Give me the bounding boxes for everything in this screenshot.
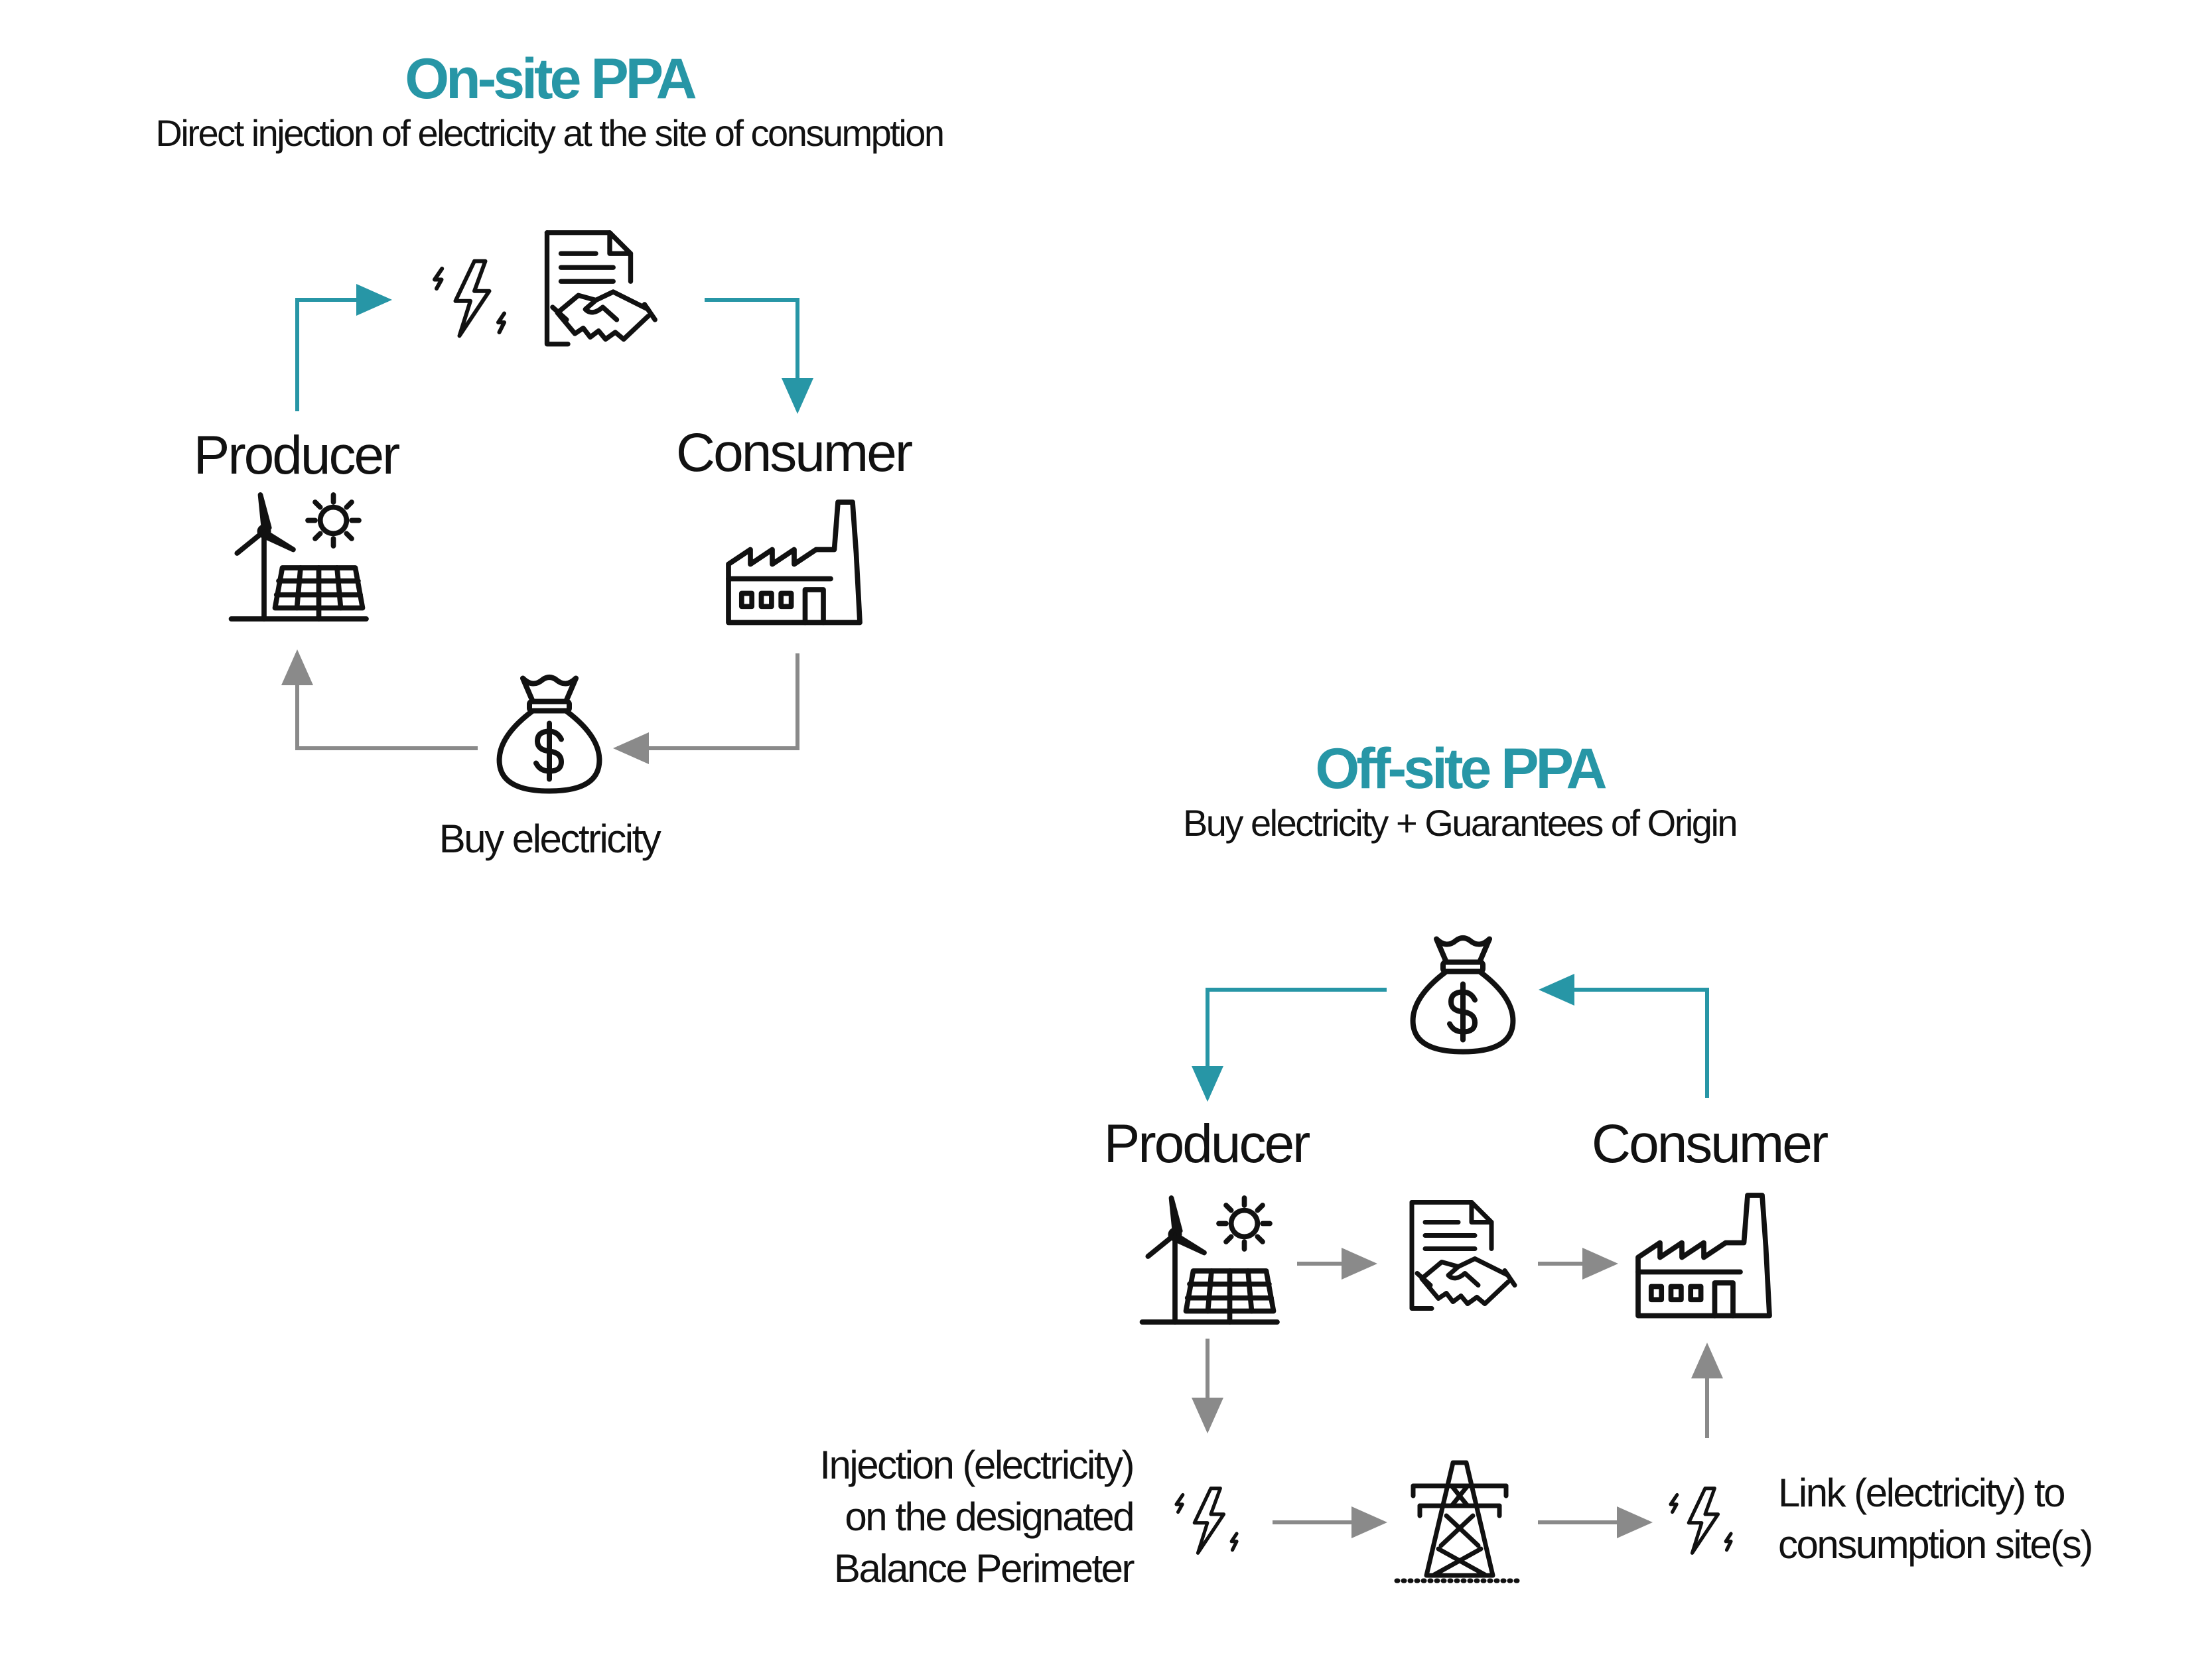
pylon-icon: [1397, 1463, 1523, 1581]
contract-handshake-icon: [547, 233, 656, 344]
offsite-arrow-consumer-to-payment: [1539, 974, 1709, 1098]
onsite-arrow-consumer-to-payment: [613, 653, 799, 764]
offsite-arrow-payment-to-producer: [1192, 988, 1387, 1102]
money-bag-icon: [500, 677, 600, 791]
offsite-consumer-label: Consumer: [1591, 1114, 1829, 1174]
link-caption-line: consumption site(s): [1778, 1522, 2093, 1567]
wind-solar-icon: [232, 495, 367, 619]
onsite-arrow-payment-to-producer: [281, 649, 478, 750]
onsite-payment-caption: Buy electricity: [439, 817, 661, 861]
factory-icon: [1638, 1195, 1769, 1316]
offsite-arrows: [1192, 974, 1723, 1538]
onsite-arrow-producer-to-contract: [295, 284, 392, 411]
offsite-subtitle: Buy electricity + Guarantees of Origin: [1182, 802, 1738, 844]
wind-solar-icon: [1142, 1198, 1278, 1322]
onsite-arrows: [281, 284, 813, 764]
offsite-title: Off-site PPA: [1315, 737, 1607, 801]
money-bag-icon: [1413, 938, 1513, 1052]
injection-caption-line: Balance Perimeter: [833, 1546, 1135, 1591]
offsite-producer-label: Producer: [1103, 1114, 1311, 1174]
link-caption-line: Link (electricity) to: [1778, 1471, 2065, 1515]
onsite-subtitle: Direct injection of electricity at the s…: [155, 112, 945, 154]
contract-handshake-icon: [1412, 1203, 1515, 1309]
onsite-producer-label: Producer: [193, 425, 401, 486]
onsite-consumer-label: Consumer: [675, 423, 913, 483]
injection-caption-line: Injection (electricity): [819, 1443, 1135, 1487]
factory-icon: [728, 502, 860, 623]
onsite-title: On-site PPA: [405, 47, 697, 111]
offsite-link-caption: Link (electricity) to consumption site(s…: [1778, 1467, 2093, 1571]
onsite-arrow-contract-to-consumer: [705, 298, 813, 414]
lightning-icon: [1671, 1489, 1731, 1554]
offsite-injection-caption: Injection (electricity) on the designate…: [819, 1439, 1135, 1595]
lightning-icon: [1176, 1489, 1237, 1554]
injection-caption-line: on the designated: [845, 1494, 1135, 1539]
lightning-icon: [435, 261, 504, 336]
